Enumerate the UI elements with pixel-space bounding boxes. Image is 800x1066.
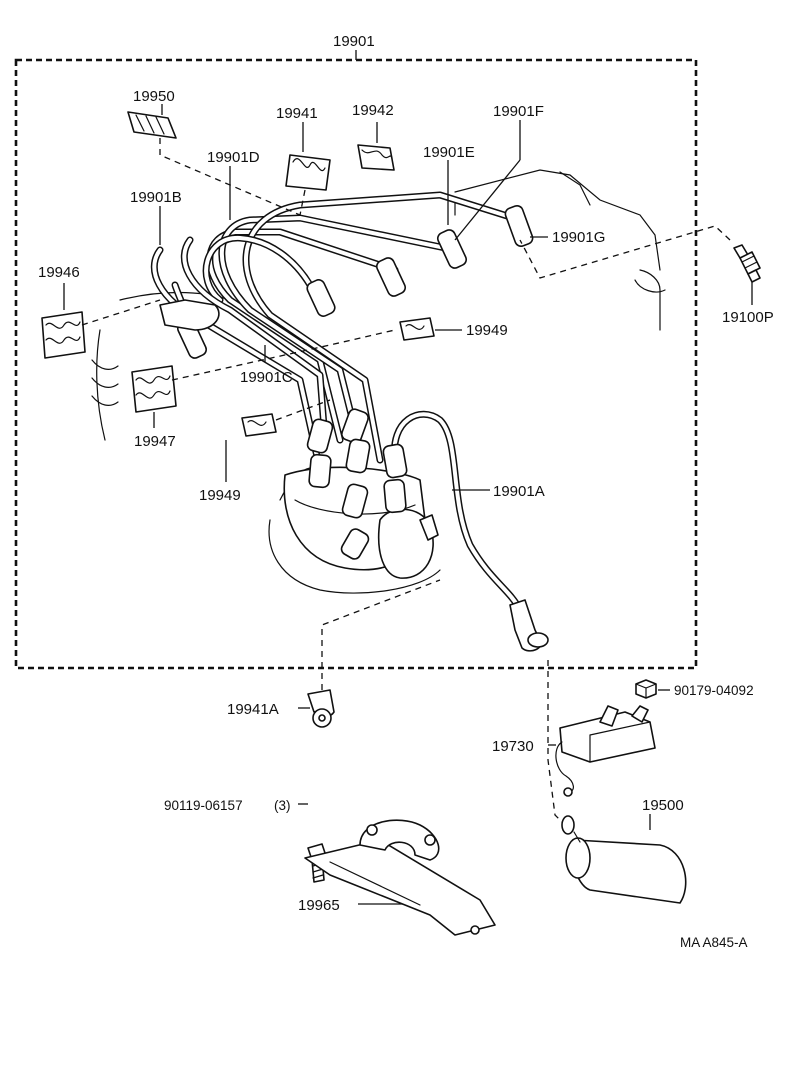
label-igniter: 19730 bbox=[492, 738, 534, 755]
clamp-19941A bbox=[298, 579, 441, 728]
label-clamp-19949-right: 19949 bbox=[466, 322, 508, 339]
label-cord-E: 19901E bbox=[423, 144, 475, 161]
coil-cord-boot bbox=[509, 599, 549, 652]
label-clamp-19946: 19946 bbox=[38, 264, 80, 281]
nut bbox=[635, 679, 657, 699]
label-clamp-19941A: 19941A bbox=[227, 701, 279, 718]
clamp-19949-right bbox=[399, 317, 462, 341]
clamp-19946 bbox=[41, 283, 161, 359]
label-cord-F: 19901F bbox=[493, 103, 544, 120]
label-cord-G: 19901G bbox=[552, 229, 605, 246]
label-clamp-19947: 19947 bbox=[134, 433, 176, 450]
label-clamp-19942: 19942 bbox=[352, 102, 394, 119]
label-clamp-19950: 19950 bbox=[133, 88, 175, 105]
label-cord-B: 19901B bbox=[130, 189, 182, 206]
spark-plug bbox=[519, 225, 761, 305]
label-cord-A: 19901A bbox=[493, 483, 545, 500]
label-clamp-19949-left: 19949 bbox=[199, 487, 241, 504]
distributor-boots bbox=[306, 408, 408, 560]
leader-lines bbox=[159, 104, 670, 905]
plug-end-boots bbox=[159, 205, 534, 359]
assembly-group-box bbox=[14, 58, 698, 670]
label-cord-C: 19901C bbox=[240, 369, 293, 386]
label-bolt-qty: (3) bbox=[274, 798, 291, 813]
label-diagram-code: MA A845-A bbox=[680, 935, 748, 950]
clamp-19947 bbox=[131, 329, 396, 428]
label-assembly: 19901 bbox=[333, 33, 375, 50]
bracket bbox=[304, 819, 496, 936]
label-cord-D: 19901D bbox=[207, 149, 260, 166]
label-bolt: 90119-06157 bbox=[164, 798, 243, 813]
label-nut: 90179-04092 bbox=[674, 683, 754, 698]
part-labels: 19901 19950 19941 19942 19901F 19901E 19… bbox=[38, 33, 774, 950]
label-coil: 19500 bbox=[642, 797, 684, 814]
distributor-body bbox=[283, 466, 439, 579]
clamp-19950 bbox=[127, 111, 301, 216]
igniter bbox=[547, 660, 656, 831]
label-spark-plug: 19100P bbox=[722, 309, 774, 326]
clamp-19941 bbox=[285, 122, 331, 216]
label-clamp-19941: 19941 bbox=[276, 105, 318, 122]
label-bracket: 19965 bbox=[298, 897, 340, 914]
cord-bundle bbox=[150, 191, 524, 614]
clamp-19942 bbox=[357, 122, 395, 171]
clamp-19949-left bbox=[225, 399, 331, 482]
ignition-coil bbox=[561, 815, 687, 904]
